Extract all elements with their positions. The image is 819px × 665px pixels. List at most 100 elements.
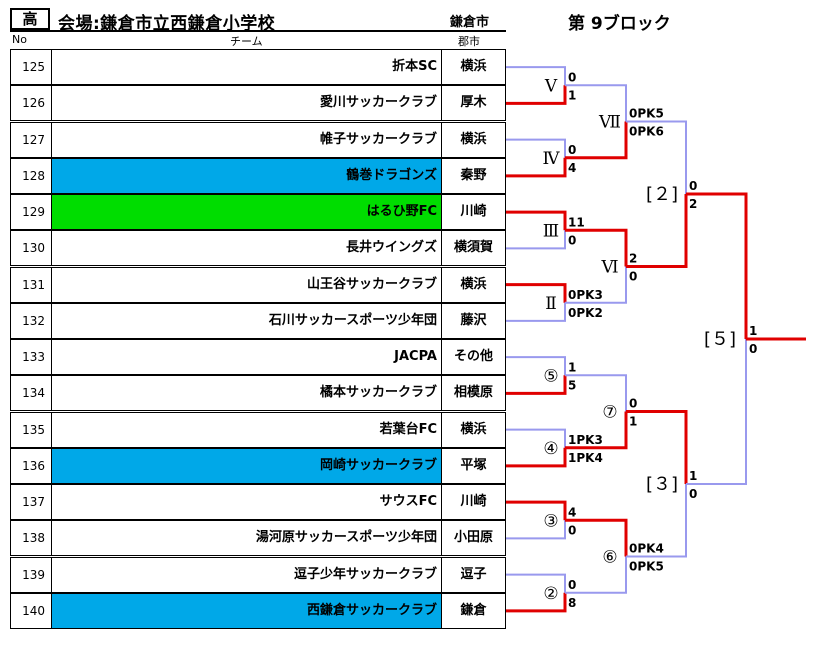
score-bottom: 0 [568, 523, 576, 537]
bracket-line [565, 121, 628, 160]
team-city: 秦野 [441, 157, 506, 194]
score-bottom: 5 [568, 378, 576, 392]
team-city: 逗子 [441, 556, 506, 593]
column-header-no: No [12, 33, 27, 46]
score-top: 0 [568, 143, 576, 157]
bracket-line [506, 157, 567, 178]
team-city: 横浜 [441, 266, 506, 303]
score-bottom: 0 [629, 270, 637, 284]
score-top: 0 [689, 179, 697, 193]
team-name: 石川サッカースポーツ少年団 [51, 302, 442, 339]
team-city: 川崎 [441, 194, 506, 230]
score-bottom: 0 [749, 342, 757, 356]
bracket-line [506, 302, 566, 322]
bracket-line [506, 230, 566, 250]
bracket-line [686, 192, 748, 339]
team-name: 折本SC [51, 49, 442, 85]
match-label: ⑦ [602, 403, 617, 423]
level-badge: 高 [10, 8, 50, 30]
score-top: 0 [629, 397, 637, 411]
bracket-line [506, 66, 566, 86]
match-label: [２] [646, 184, 678, 205]
team-name: 山王谷サッカークラブ [51, 266, 442, 303]
match-label: Ⅳ [543, 149, 561, 169]
team-city: 相模原 [441, 375, 506, 412]
bracket-line [626, 410, 688, 484]
team-name: 逗子少年サッカークラブ [51, 556, 442, 593]
bracket-line [506, 428, 566, 448]
score-bottom: 1 [629, 415, 637, 429]
bracket-line [506, 573, 566, 593]
venue-title: 会場:鎌倉市立西鎌倉小学校 [58, 14, 276, 34]
score-bottom: 0PK2 [568, 306, 603, 320]
score-top: 0PK5 [629, 107, 664, 121]
team-city: 鎌倉 [441, 592, 506, 629]
bracket-line [626, 120, 687, 194]
match-label: ② [543, 584, 558, 604]
bracket-line [565, 518, 628, 557]
team-city: その他 [441, 339, 506, 375]
score-bottom: 2 [689, 197, 697, 211]
bracket-line [626, 194, 688, 268]
bracket-line [686, 339, 747, 485]
match-label: [５] [704, 329, 736, 350]
team-name: サウスFC [51, 484, 442, 520]
score-bottom: 0 [689, 487, 697, 501]
bracket-line [506, 283, 567, 303]
score-top: 1 [689, 469, 697, 483]
team-name: 西鎌倉サッカークラブ [51, 592, 442, 629]
team-name: 若葉台FC [51, 411, 442, 448]
bracket-line [506, 500, 567, 521]
team-name: JACPA [51, 339, 442, 375]
team-city: 厚木 [441, 85, 506, 122]
match-label: Ⅵ [600, 258, 618, 278]
bracket-line [565, 556, 627, 594]
column-header-city: 郡市 [458, 35, 480, 48]
team-name: 岡崎サッカークラブ [51, 447, 442, 484]
score-top: 0PK4 [629, 542, 664, 556]
score-top: 2 [629, 252, 637, 266]
team-city: 横浜 [441, 121, 506, 158]
bracket-line [565, 84, 627, 122]
column-header-team: チーム [230, 35, 263, 48]
team-name: はるひ野FC [51, 194, 442, 230]
team-name: 湯河原サッカースポーツ少年団 [51, 520, 442, 557]
match-label: [３] [646, 474, 678, 495]
team-name: 長井ウイングズ [51, 230, 442, 267]
match-label: ③ [543, 511, 558, 531]
match-label: Ⅴ [544, 76, 558, 96]
block-title: 第 9ブロック [568, 14, 671, 34]
team-city: 平塚 [441, 447, 506, 484]
score-top: 1 [749, 324, 757, 338]
score-bottom: 8 [568, 596, 576, 610]
bracket-line [506, 520, 566, 540]
bracket-line [565, 266, 627, 304]
bracket-line [506, 138, 566, 158]
score-bottom: 0 [568, 233, 576, 247]
score-top: 1PK3 [568, 433, 603, 447]
team-city: 横須賀 [441, 230, 506, 267]
match-label: Ⅲ [543, 221, 559, 241]
team-name: 鶴巻ドラゴンズ [51, 157, 442, 194]
team-city: 藤沢 [441, 302, 506, 339]
score-bottom: 0PK6 [629, 125, 664, 139]
score-top: 0PK3 [568, 288, 603, 302]
team-name: 帷子サッカークラブ [51, 121, 442, 158]
match-label: Ⅱ [545, 294, 557, 314]
bracket-line [506, 210, 567, 231]
team-name: 橘本サッカークラブ [51, 375, 442, 412]
